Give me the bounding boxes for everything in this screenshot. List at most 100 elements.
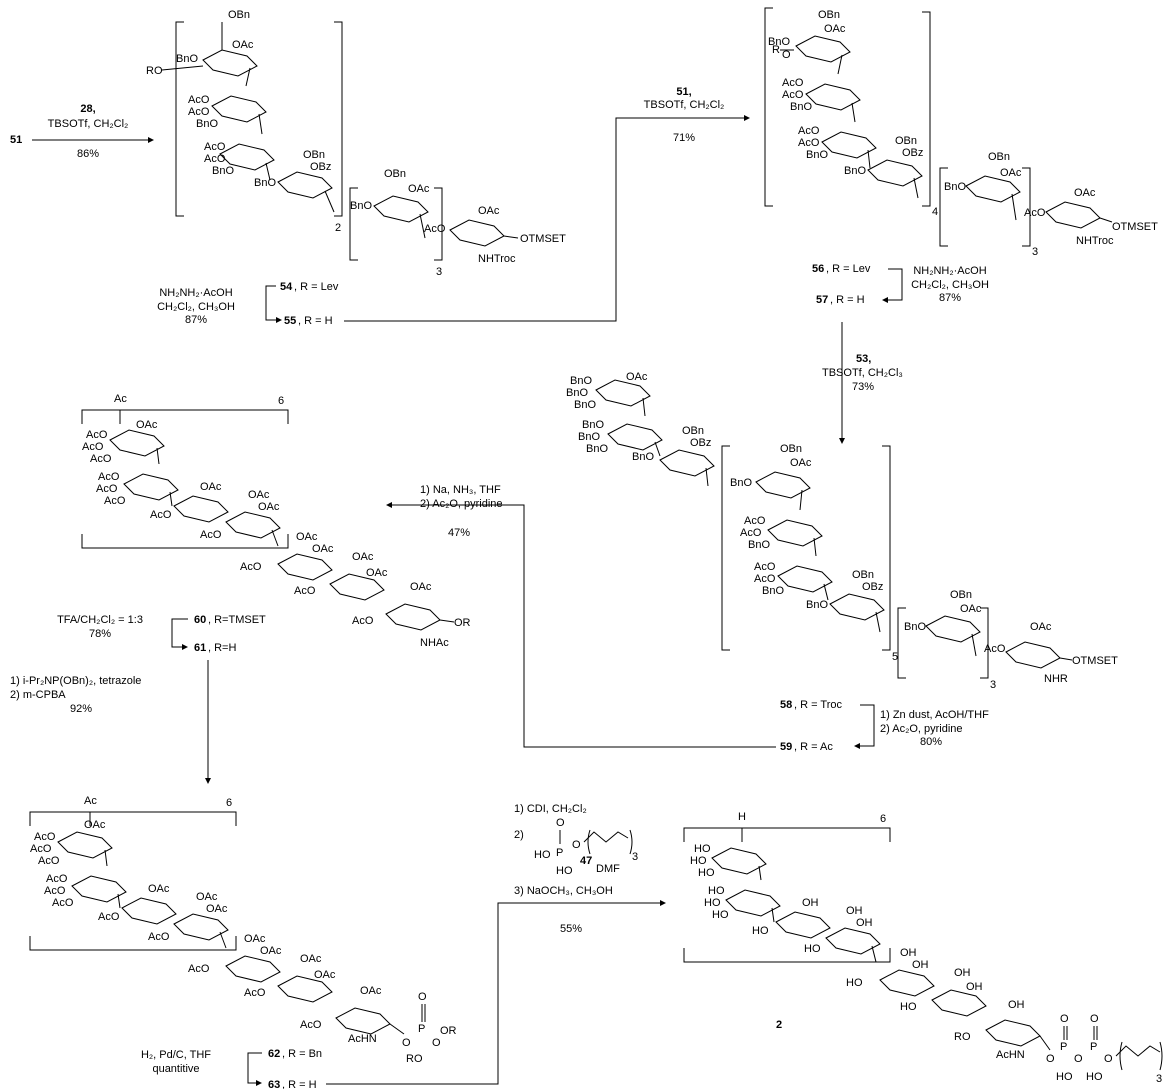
group-label: AcO <box>244 987 266 999</box>
pyranose-ring <box>71 875 127 903</box>
pyranose-ring <box>1045 201 1101 229</box>
bond <box>867 149 871 169</box>
structure-2: 6 H HO HO HO HO HO HO OH HO OH OH HO OH … <box>683 811 1163 1085</box>
bond <box>245 67 251 87</box>
group-label: OBz <box>862 581 883 593</box>
step-6-reagent-2: 2) Ac₂O, pyridine <box>880 723 963 735</box>
repeat-count: 6 <box>226 797 232 809</box>
pyranose-ring <box>173 495 229 523</box>
bracket-right <box>882 445 891 651</box>
prenyl-chain <box>583 831 629 843</box>
group-label: BnO <box>578 431 600 443</box>
bracket-left <box>764 7 773 207</box>
group-label: HO <box>698 867 715 879</box>
group-label: BnO <box>212 165 234 177</box>
group-label: OBn <box>228 9 250 21</box>
arrow-step-3 <box>344 117 744 322</box>
group-label: AcO <box>98 911 120 923</box>
step-5-conditions: TBSOTf, CH₂Cl₃ <box>822 367 903 379</box>
bond <box>1099 217 1113 223</box>
bracket-bottom <box>683 948 891 963</box>
pyranose-ring <box>335 1007 391 1035</box>
group-label: OBz <box>310 161 331 173</box>
group-label: O <box>1046 1053 1055 1065</box>
group-label: OAc <box>296 531 318 543</box>
pyranose-ring <box>225 511 281 539</box>
group-label: OAc <box>258 501 280 513</box>
group-label: AcO <box>34 831 56 843</box>
step-11-reagent-2: 2) <box>514 829 524 841</box>
pyranose-ring <box>219 143 275 171</box>
group-label: BnO <box>904 621 926 633</box>
repeat-count: 6 <box>880 813 886 825</box>
group-label: OBn <box>895 135 917 147</box>
group-label: OH <box>966 981 983 993</box>
step-7-reagent-2: 2) Ac₂O, pyridine <box>420 498 503 510</box>
group-label: AcHN <box>348 1033 377 1045</box>
step-2-solvent: CH₂Cl₂, CH₃OH <box>157 301 235 313</box>
bracket-left <box>939 167 948 247</box>
bond <box>705 467 709 487</box>
pyranose-ring <box>725 889 781 917</box>
arrowhead-step-1 <box>148 137 154 143</box>
group-label: AcO <box>294 585 316 597</box>
group-label: P <box>556 847 563 859</box>
pyranose-ring <box>109 429 165 457</box>
step-8-reagent: TFA/CH₂Cl₂ = 1:3 <box>57 614 143 626</box>
group-label: HO <box>804 943 821 955</box>
group-label: BnO <box>586 443 608 455</box>
group-label: OAc <box>244 933 266 945</box>
group-label: AcO <box>782 89 804 101</box>
step-5-yield: 73% <box>852 381 874 393</box>
pyranose-ring <box>755 471 811 499</box>
compound-62-label: 62 <box>268 1048 280 1060</box>
group-label: OBn <box>303 149 325 161</box>
group-label: AcO <box>424 223 446 235</box>
compound-58-label: 58 <box>780 699 792 711</box>
group-label: OAc <box>360 985 382 997</box>
group-label: AcO <box>150 509 172 521</box>
repeat-count: 4 <box>932 206 938 218</box>
group-label: HO <box>1086 1071 1103 1083</box>
group-label: AcO <box>82 441 104 453</box>
arrowhead-step-2 <box>276 317 282 323</box>
bond <box>389 1023 405 1035</box>
group-label: AcO <box>90 453 112 465</box>
group-label: OAc <box>960 603 982 615</box>
bond <box>771 907 775 923</box>
group-label: OAc <box>1074 187 1096 199</box>
pyranose-ring <box>829 593 885 621</box>
group-label: HO <box>690 855 707 867</box>
bond <box>758 865 762 881</box>
compound-60-desc: , R=TMSET <box>208 614 266 626</box>
bracket-top <box>683 827 891 842</box>
bond <box>258 113 263 135</box>
compound-59-desc: , R = Ac <box>794 741 833 753</box>
repeat-count: 3 <box>632 851 638 863</box>
compound-55-label: 55 <box>284 315 296 327</box>
bracket-left <box>1119 1041 1123 1071</box>
compound-63-label: 63 <box>268 1079 280 1089</box>
group-label: BnO <box>748 539 770 551</box>
group-label: OAc <box>84 819 106 831</box>
step-9-yield: 92% <box>70 703 92 715</box>
bond <box>169 491 173 507</box>
group-label: BnO <box>350 200 372 212</box>
pyranose-ring <box>57 831 113 859</box>
step-3-yield: 71% <box>673 132 695 144</box>
bond <box>1039 1035 1051 1051</box>
group-label: OBz <box>690 437 711 449</box>
step-10-note: quantitive <box>152 1063 199 1075</box>
step-6-yield: 80% <box>920 736 942 748</box>
group-label: HO <box>900 1001 917 1013</box>
group-label: O <box>1074 1053 1083 1065</box>
repeat-count: 3 <box>1032 246 1038 258</box>
step-8-yield: 78% <box>89 628 111 640</box>
group-label: O <box>402 1037 411 1049</box>
pyranose-ring <box>595 379 651 407</box>
prenyl-phosphate-47: O P HO HO O 3 47 DMF <box>534 817 638 877</box>
pyranose-ring <box>925 615 981 643</box>
bracket-left <box>587 829 591 855</box>
pyranose-ring <box>173 913 229 941</box>
group-label: OTMSET <box>520 233 566 245</box>
